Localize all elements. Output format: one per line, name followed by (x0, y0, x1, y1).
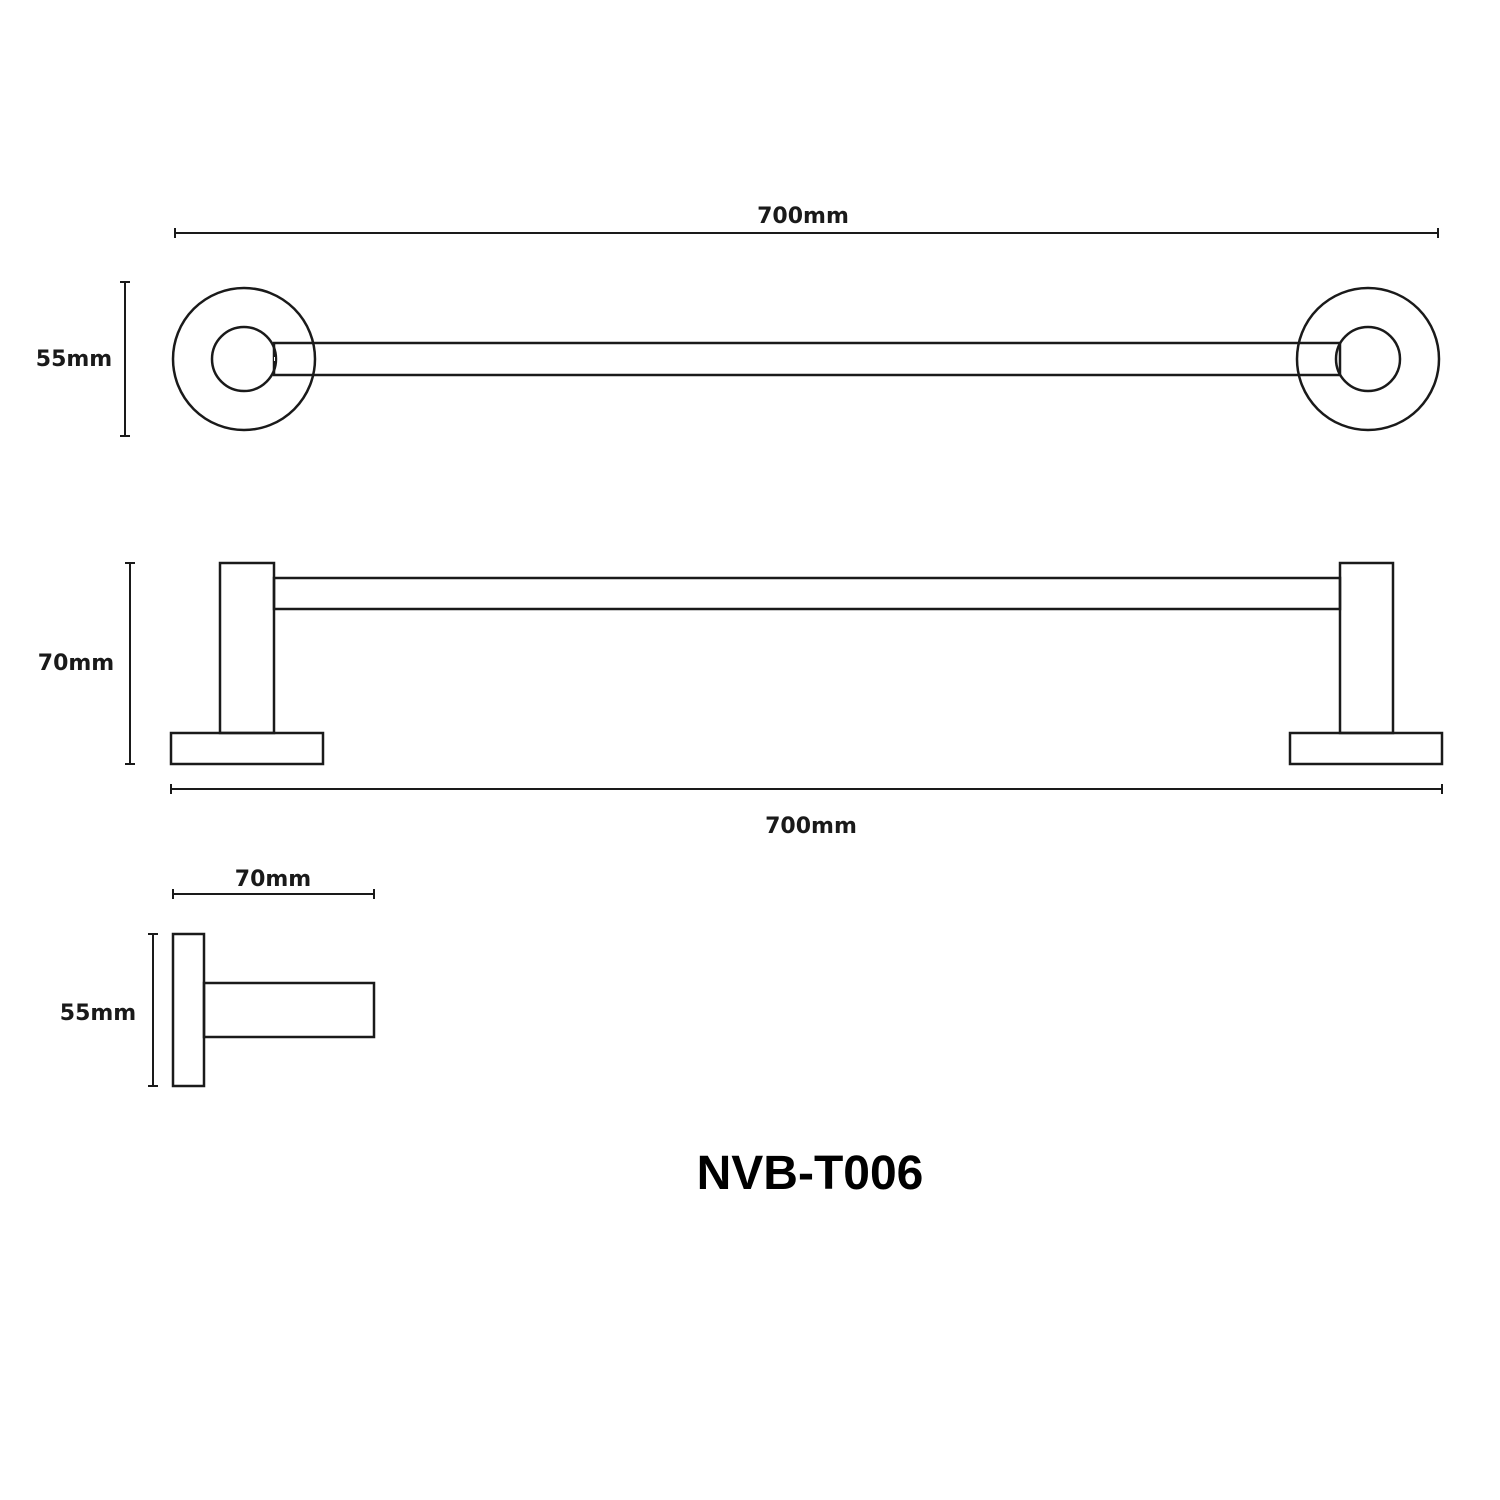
top-height-dimension: 55mm (36, 281, 130, 437)
front-width-label: 700mm (765, 814, 857, 839)
side-depth-dimension: 70mm (172, 867, 375, 899)
side-arm (202, 981, 376, 1039)
model-code: NVB-T006 (697, 1147, 924, 1200)
side-mount-plate (171, 932, 206, 1088)
top-view: 700mm 55mm (36, 204, 1441, 437)
side-depth-label: 70mm (235, 867, 311, 892)
front-view: 70mm 700mm (38, 561, 1444, 839)
front-bar (272, 576, 1342, 611)
front-left-base (169, 731, 325, 766)
front-left-post (218, 561, 276, 735)
front-right-base (1288, 731, 1444, 766)
front-width-dimension: 700mm (170, 784, 1443, 839)
top-left-rosette (171, 286, 317, 432)
side-view: 70mm 55mm (60, 867, 376, 1088)
top-width-dimension: 700mm (174, 204, 1439, 238)
top-bar (272, 341, 1342, 377)
top-left-rosette-inner (210, 325, 278, 393)
top-width-label: 700mm (757, 204, 849, 229)
side-height-dimension: 55mm (60, 933, 158, 1087)
top-right-rosette-inner (1334, 325, 1402, 393)
front-right-post (1338, 561, 1395, 735)
top-height-label: 55mm (36, 347, 112, 372)
front-height-dimension: 70mm (38, 562, 135, 765)
top-right-rosette (1295, 286, 1441, 432)
front-height-label: 70mm (38, 651, 114, 676)
side-height-label: 55mm (60, 1001, 136, 1026)
